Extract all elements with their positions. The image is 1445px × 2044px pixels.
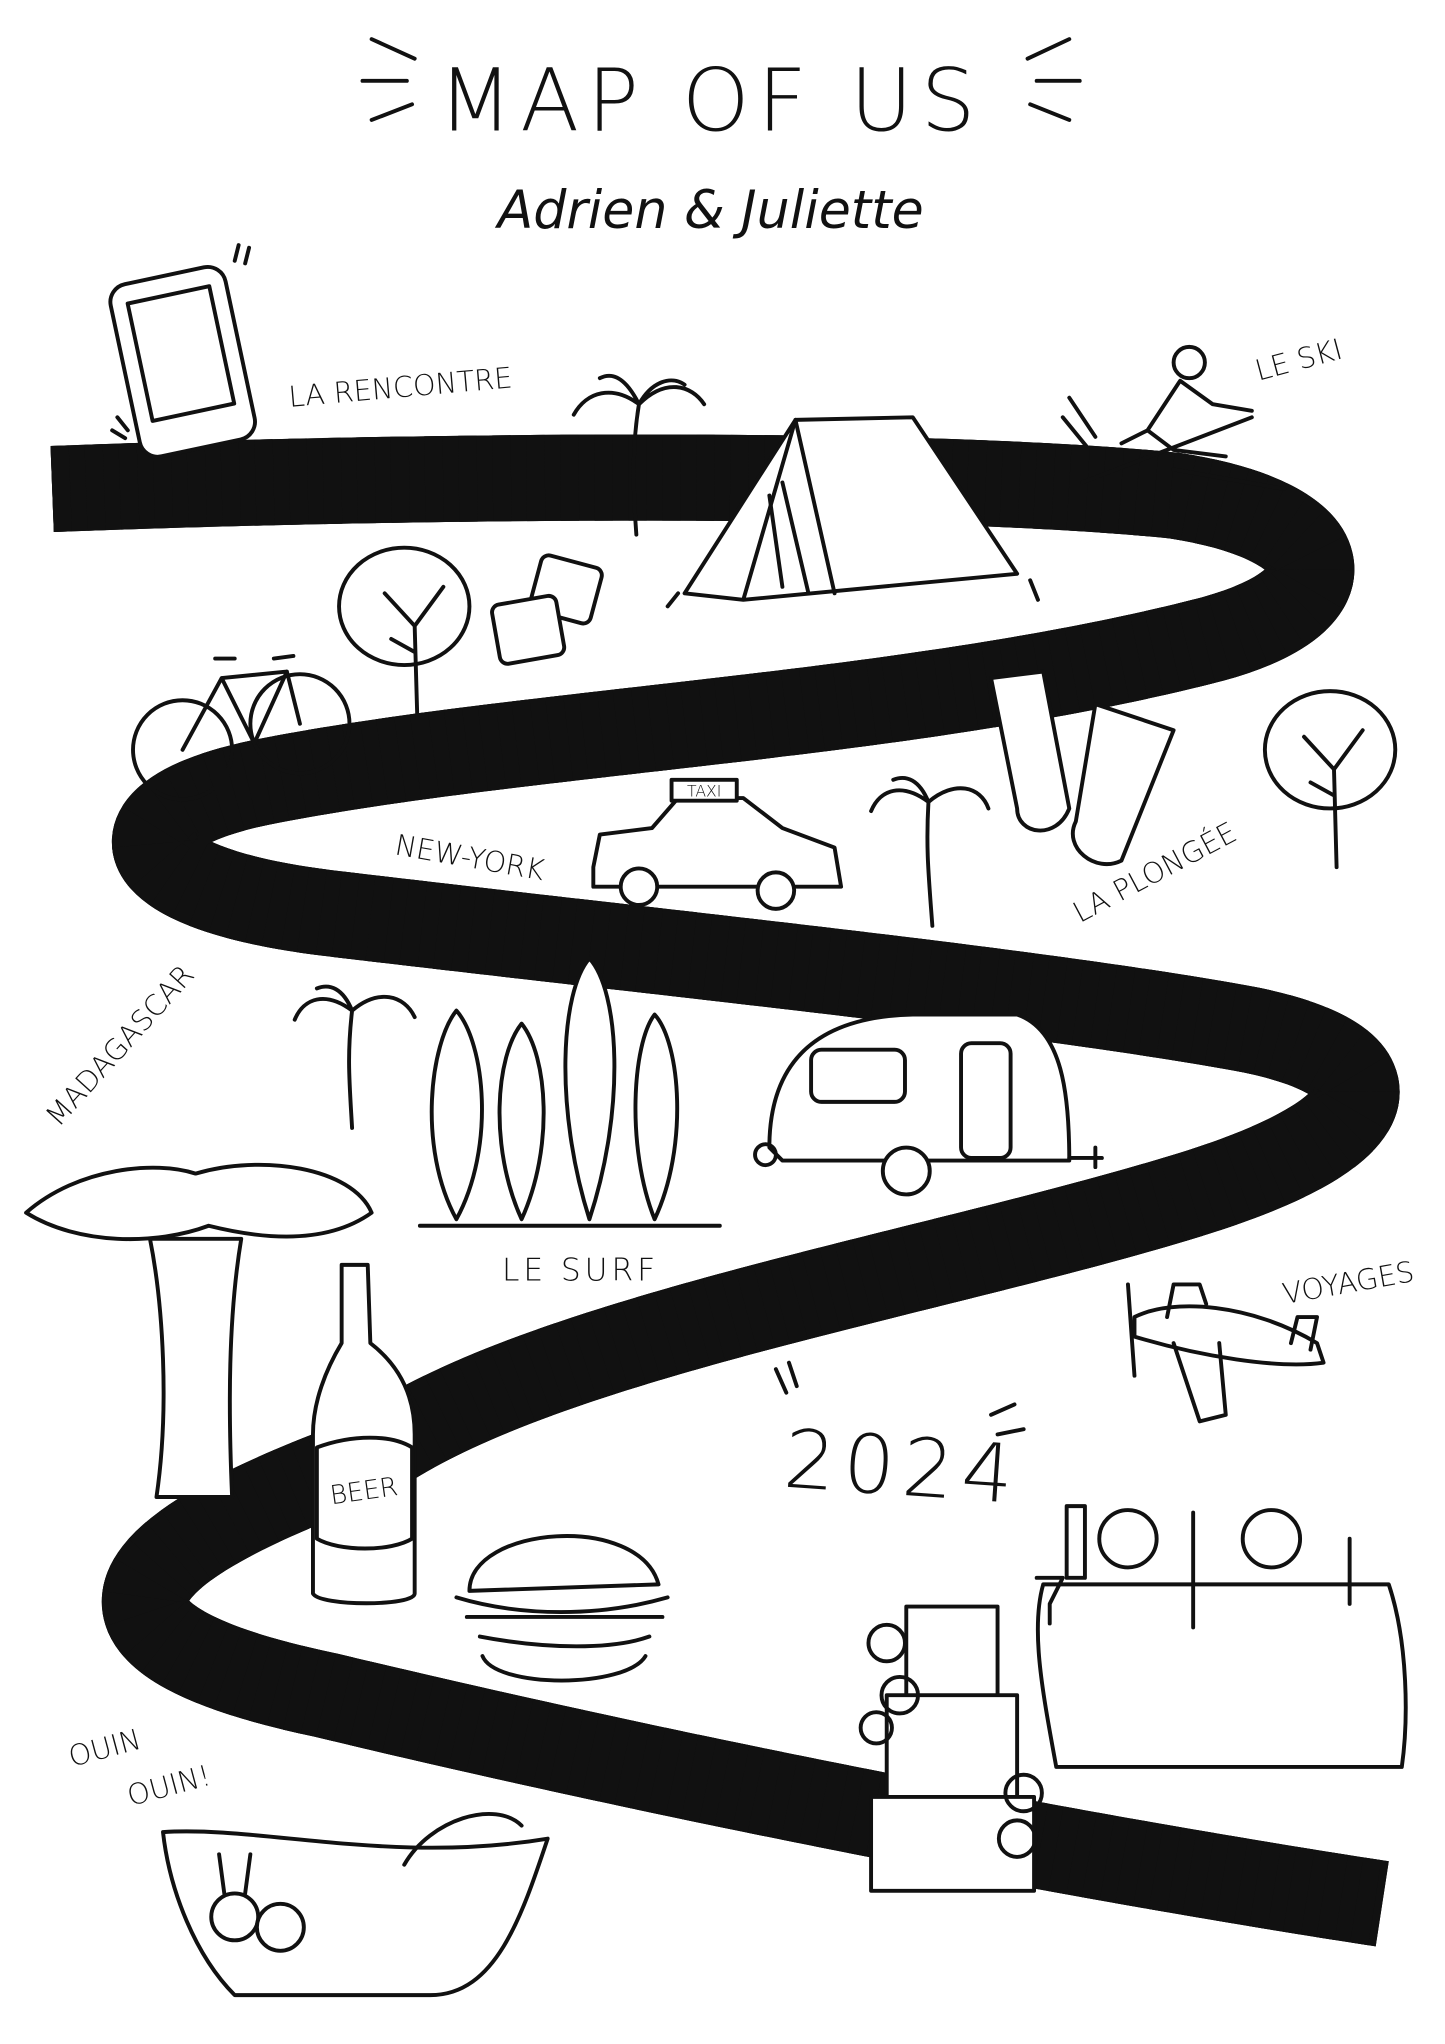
palm-tree-icon [292, 984, 417, 1130]
taxi-icon [591, 777, 844, 911]
baobab-icon [24, 1162, 374, 1499]
winding-road [52, 478, 1382, 1904]
label-la-rencontre: LA RENCONTRE [287, 360, 514, 413]
palm-tree-icon [571, 373, 707, 537]
label-le-ski: LE SKI [1251, 332, 1345, 388]
dice-icon [490, 553, 604, 666]
title-sparkle-right-icon [1025, 37, 1082, 122]
palm-tree-icon [869, 775, 991, 928]
label-madagascar: MADAGASCAR [39, 958, 201, 1133]
label-new-york: NEW-YORK [393, 828, 548, 888]
moses-basket-icon [161, 1811, 550, 1998]
smartphone-icon [108, 243, 257, 459]
dinner-table-icon [1034, 1504, 1408, 1769]
tree-icon [337, 545, 472, 720]
wedding-cake-icon [858, 1604, 1044, 1893]
label-le-surf: LE SURF [502, 1253, 659, 1289]
beer-bottle-icon [311, 1262, 417, 1606]
tree-icon [1262, 689, 1398, 870]
label-voyages: VOYAGES [1280, 1254, 1417, 1311]
label-ouin-line1: OUIN [65, 1722, 145, 1774]
surfboards-icon [417, 956, 722, 1228]
flippers-icon [989, 669, 1176, 867]
year-sparkle-icon [773, 1360, 1026, 1437]
couple-names: Adrien & Juliette [495, 181, 924, 241]
label-ouin-line2: OUIN! [123, 1758, 214, 1813]
title-sparkle-left-icon [360, 37, 417, 122]
burger-icon [454, 1534, 670, 1683]
skier-icon [1060, 344, 1287, 491]
caravan-icon [753, 1012, 1104, 1197]
tent-icon [665, 415, 1040, 609]
airplane-icon [1126, 1282, 1326, 1424]
page-title: MAP OF US [438, 51, 983, 151]
year-label: 2024 [781, 1413, 1024, 1523]
bicycle-icon [131, 653, 352, 802]
taxi-sign-text: TAXI [687, 782, 721, 801]
